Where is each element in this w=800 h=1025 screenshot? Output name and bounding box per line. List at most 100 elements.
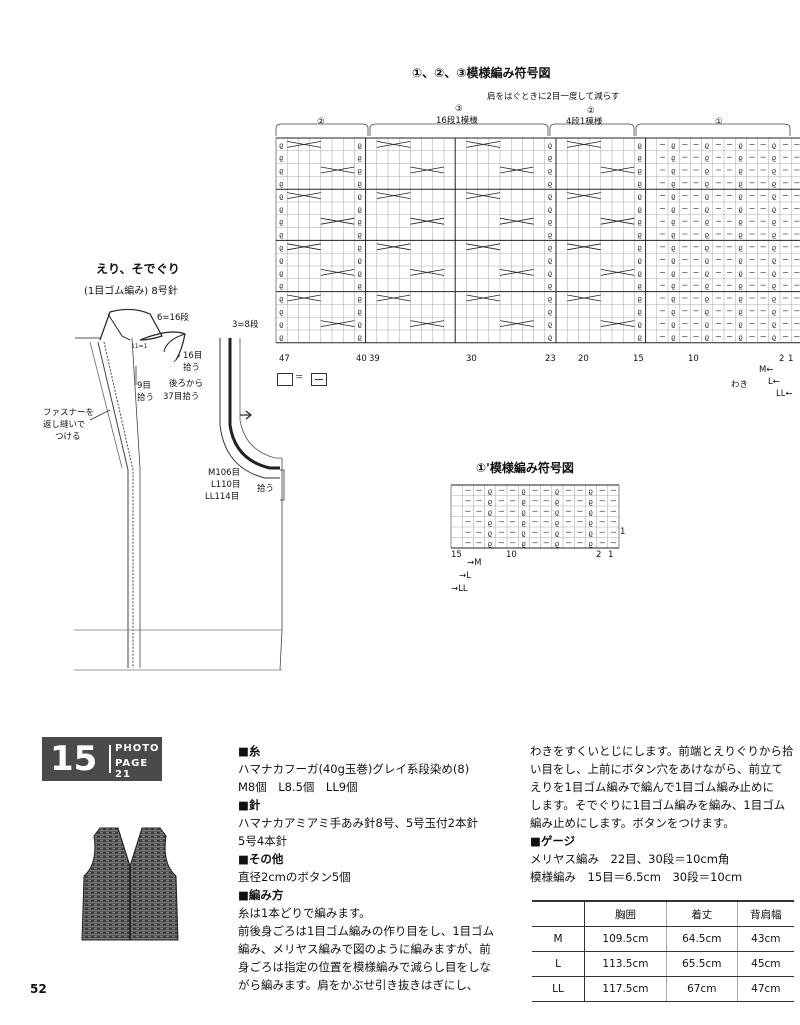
size-chest: 109.5cm [584, 926, 667, 952]
twist-stitch: ϱ [738, 218, 743, 226]
twist-stitch: ϱ [279, 244, 284, 252]
legend-equals: ＝ [295, 373, 304, 383]
twist-stitch: ϱ [738, 295, 743, 303]
twist-stitch: ϱ [357, 180, 362, 188]
cable-cross [567, 192, 601, 199]
twist-stitch: ϱ [357, 154, 362, 162]
gauge-line-1: メリヤス編み 22目、30段＝10cm角 [530, 852, 730, 866]
other-line-1: 直径2cmのボタン5個 [238, 870, 351, 884]
gauge-heading: ■ゲージ [530, 834, 576, 848]
chart1-size-ll: LL← [776, 389, 793, 399]
table-row: LL 117.5cm 67cm 47cm [532, 976, 794, 1002]
cable-cross [376, 243, 411, 251]
twist-stitch: ϱ [279, 154, 284, 162]
twist-stitch: ϱ [548, 154, 553, 162]
badge-separator [109, 745, 111, 773]
twist-stitch: ϱ [772, 269, 777, 277]
twist-stitch: ϱ [279, 193, 284, 201]
twist-stitch: ϱ [671, 193, 676, 201]
twist-stitch: ϱ [548, 295, 553, 303]
cable-cross [376, 192, 411, 199]
twist-stitch: ϱ [671, 154, 676, 162]
twist-stitch: ϱ [279, 218, 284, 226]
diagram-armhole-m: M106目 [208, 468, 241, 478]
twist-stitch: ϱ [705, 257, 710, 265]
yarn-heading: ■糸 [238, 744, 261, 758]
twist-stitch: ϱ [588, 540, 593, 548]
twist-stitch: ϱ [772, 308, 777, 316]
needle-heading: ■針 [238, 798, 261, 812]
twist-stitch: ϱ [637, 257, 642, 265]
cable-cross [287, 243, 321, 251]
chart1-size-l: L← [768, 377, 780, 387]
table-row: M 109.5cm 64.5cm 43cm [532, 926, 794, 952]
diagram-armhole-ll: LL114目 [205, 492, 240, 502]
twist-stitch: ϱ [548, 321, 553, 329]
twist-stitch: ϱ [357, 295, 362, 303]
twist-stitch: ϱ [772, 218, 777, 226]
cable-cross [600, 320, 635, 327]
twist-stitch: ϱ [637, 205, 642, 213]
diagram-zipper1: ファスナーを [43, 408, 95, 418]
diagram-needle: (1目ゴム編み) 8号針 [84, 286, 178, 297]
twist-stitch: ϱ [357, 269, 362, 277]
twist-stitch: ϱ [357, 333, 362, 341]
twist-stitch: ϱ [637, 282, 642, 290]
twist-stitch: ϱ [738, 321, 743, 329]
twist-stitch: ϱ [279, 269, 284, 277]
twist-stitch: ϱ [671, 295, 676, 303]
twist-stitch: ϱ [521, 498, 526, 506]
twist-stitch: ϱ [488, 508, 493, 516]
twist-stitch: ϱ [772, 333, 777, 341]
twist-stitch: ϱ [548, 231, 553, 239]
diagram-pick16b: 拾う [183, 363, 201, 373]
twist-stitch: ϱ [637, 154, 642, 162]
cable-cross [376, 141, 411, 148]
twist-stitch: ϱ [548, 180, 553, 188]
twist-stitch: ϱ [488, 529, 493, 537]
chart2-title: ①'模様編み符号図 [476, 461, 574, 475]
twist-stitch: ϱ [671, 205, 676, 213]
diagram-back-pick: 後ろから [169, 379, 204, 389]
twist-stitch: ϱ [637, 141, 642, 149]
chart1-title: ①、②、③模様編み符号図 [412, 66, 551, 80]
size-label: LL [532, 976, 585, 1002]
size-shoulder: 47cm [736, 976, 794, 1002]
chart2-size-l: →L [459, 571, 471, 581]
cable-cross [287, 192, 321, 199]
chart1-size-m: M← [759, 365, 774, 375]
diagram-pick9: 9目 [137, 381, 151, 391]
chart1-col-47: 47 [279, 354, 290, 364]
twist-stitch: ϱ [772, 321, 777, 329]
twist-stitch: ϱ [705, 269, 710, 277]
twist-stitch: ϱ [357, 193, 362, 201]
method-cont-3: えりを1目ゴム編みで編んで1目ゴム編み止めに [530, 780, 775, 794]
twist-stitch: ϱ [705, 218, 710, 226]
twist-stitch: ϱ [279, 282, 284, 290]
twist-stitch: ϱ [357, 167, 362, 175]
twist-stitch: ϱ [637, 218, 642, 226]
size-table-corner [532, 900, 585, 927]
twist-stitch: ϱ [671, 308, 676, 316]
chart2-size-ll: →LL [451, 584, 468, 594]
twist-stitch: ϱ [588, 519, 593, 527]
diagram-band-rows: 3=8段 [232, 320, 259, 330]
twist-stitch: ϱ [772, 282, 777, 290]
twist-stitch: ϱ [588, 508, 593, 516]
twist-stitch: ϱ [555, 498, 560, 506]
twist-stitch: ϱ [548, 308, 553, 316]
diagram-armhole-pick: 拾う [257, 484, 275, 494]
twist-stitch: ϱ [772, 154, 777, 162]
twist-stitch: ϱ [555, 508, 560, 516]
cable-cross [567, 294, 601, 302]
twist-stitch: ϱ [772, 205, 777, 213]
twist-stitch: ϱ [671, 167, 676, 175]
chart1-grid: ϱ ϱ ϱ ϱ ϱ ϱ ϱ ϱ ϱ ϱ ϱ ϱ ϱ ϱ ϱ ϱ ϱ ϱ ϱ ϱ ϱ ϱ ϱ ϱ ϱ ϱ ϱ ϱ ϱ ϱ ϱ ϱ ϱ ϱ ϱ ϱ ϱ ϱ ϱ ϱ… [275, 123, 800, 344]
legend-blank-cell [277, 373, 293, 386]
chart1-col-40: 40 [356, 354, 367, 364]
vest-diagram [74, 308, 285, 671]
yarn-line-2: M8個 L8.5個 LL9個 [238, 780, 358, 794]
twist-stitch: ϱ [357, 308, 362, 316]
size-label: M [532, 926, 585, 952]
size-table: 胸囲 着丈 背肩幅 M 109.5cm 64.5cm 43cm L 113.5c… [532, 900, 794, 1002]
